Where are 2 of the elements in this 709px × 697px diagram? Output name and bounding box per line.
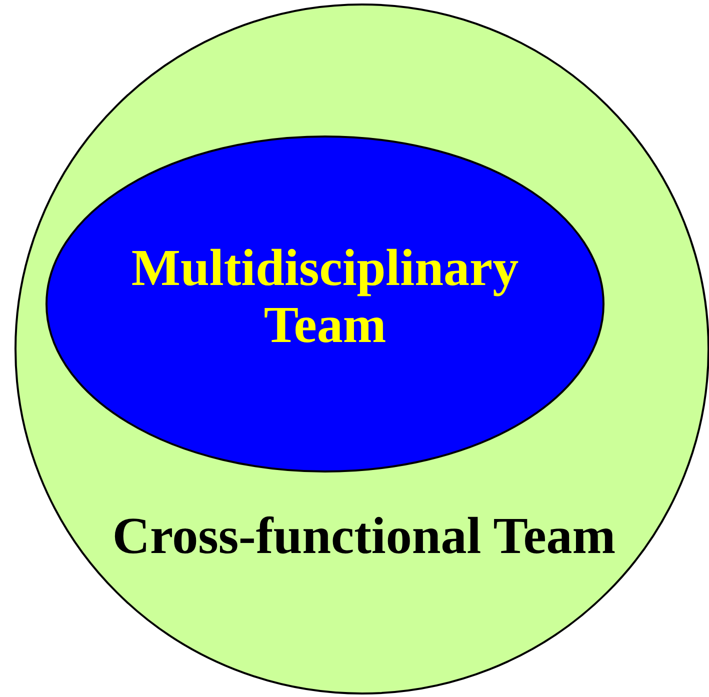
team-label: Multidisciplinary Team xyxy=(130,240,520,354)
team-label: Cross-functional Team xyxy=(111,508,617,566)
